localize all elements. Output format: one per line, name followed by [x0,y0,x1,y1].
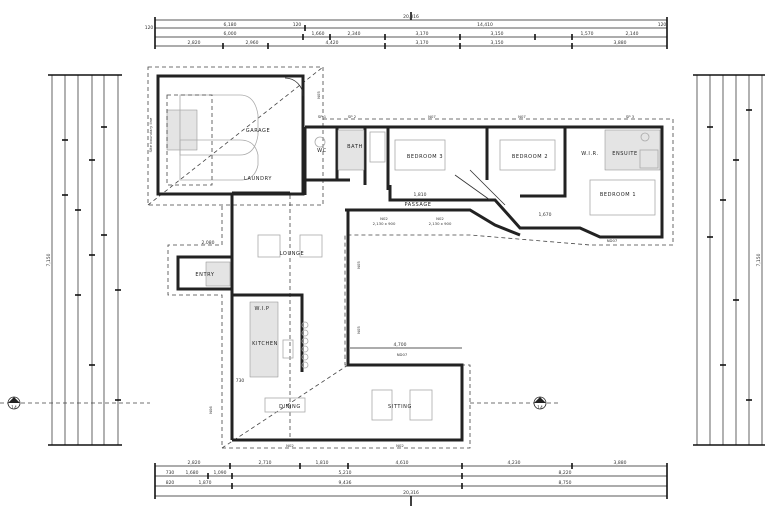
dim-top-overall: 20,316 [403,14,419,20]
dim: 14,410 [477,22,493,28]
room-kitchen: KITCHEN [252,341,278,347]
room-bedroom-2: BEDROOM 2 [512,154,548,160]
dim: 2,340 [348,31,361,37]
dim: 2,140 [626,31,639,37]
room-wip: W.I.P [254,306,269,312]
dim: 120 [145,25,154,31]
dim: 4,610 [396,460,409,466]
dim: 1,660 [312,31,325,37]
dim: 3,170 [416,40,429,46]
dim: 2,960 [246,40,259,46]
window-label: N07 [518,114,526,119]
bedroom-wing: WC BATH BEDROOM 3 BEDROOM 2 BEDROOM 1 W.… [230,114,664,442]
window-label: ND07 [397,352,408,357]
dim-bottom-overall: 20,316 [403,490,419,496]
living-wing: ENTRY 2,080 LOUNGE W.I.P KITCHEN 730 DIN… [176,234,462,448]
dim: 6,180 [224,22,237,28]
room-garage: GARAGE [246,128,271,134]
room-bedroom-3: BEDROOM 3 [407,154,443,160]
window-label: SP 1 [318,114,327,119]
room-wc: WC [317,148,327,154]
dim: 9,436 [339,480,352,486]
room-bath: BATH [347,144,363,150]
window-label: N02 [396,443,404,448]
dim: 120 [658,22,667,28]
dim: 730 [166,470,175,476]
dim: 3,150 [491,31,504,37]
room-passage: PASSAGE [404,202,431,208]
dim: 1,570 [581,31,594,37]
dim: 4,420 [326,40,339,46]
dim: 1,810 [414,192,427,198]
dim-left-overall: 7,150 [46,253,52,266]
section-marker-right: 14 [470,396,560,411]
dim: 4,230 [508,460,521,466]
dim: 4,700 [394,342,407,348]
room-laundry: LAUNDRY [244,176,272,182]
marker-label: 14 [537,405,543,411]
window-label: ND07 [607,238,618,243]
room-wir: W.I.R. [581,151,599,157]
dim: 1,670 [539,212,552,218]
dim: 1,680 [186,470,199,476]
room-bedroom-1: BEDROOM 1 [600,192,636,198]
window-label: N06 [208,406,213,414]
dim: 2,080 [202,240,215,246]
window-label: N05 [316,91,321,99]
window-label: SP 2 [348,114,357,119]
marker-label: 14 [11,405,17,411]
dim: 1,810 [316,460,329,466]
window-label: N07 [428,114,436,119]
window-label: N02 [286,443,294,448]
dim: 6,000 [224,31,237,37]
dim: 1,870 [199,480,212,486]
window-label: N02 [380,216,388,221]
dim: 8,750 [559,480,572,486]
dim: 730 [236,378,245,384]
window-size: 2,130 x 900 [429,221,452,226]
dim: 1,090 [214,470,227,476]
window-label: N05 [356,261,361,269]
dim: 3,170 [416,31,429,37]
bottom-dimensions: 2,820 2,710 1,810 4,610 4,230 3,880 730 … [154,460,668,506]
window-label: N05 [356,326,361,334]
left-dimensions: 7,150 [46,74,122,446]
dim: 2,820 [188,460,201,466]
window-size: 2,130 x 900 [373,221,396,226]
dim: 3,150 [491,40,504,46]
garage: GARAGE Site boundary line N05 [148,74,321,196]
section-marker-left: 14 [0,396,150,411]
top-dimensions: 20,316 120 6,180 120 14,410 120 6,000 1,… [145,12,668,49]
window-label: SP 3 [626,114,635,119]
window-label: N02 [436,216,444,221]
dim-right-overall: 7,150 [756,253,762,266]
dim: 3,880 [614,460,627,466]
room-lounge: LOUNGE [280,251,305,257]
room-entry: ENTRY [195,272,215,278]
dim: 120 [293,22,302,28]
right-dimensions: 7,150 [693,74,765,446]
dim: 820 [166,480,175,486]
room-sitting: SITTING [388,404,412,410]
dim: 3,880 [614,40,627,46]
room-ensuite: ENSUITE [612,151,638,157]
boundary-label: Site boundary line [148,117,153,152]
dim: 8,220 [559,470,572,476]
dim: 2,820 [188,40,201,46]
dim: 5,210 [339,470,352,476]
room-dining: DINING [279,404,301,410]
dim: 2,710 [259,460,272,466]
